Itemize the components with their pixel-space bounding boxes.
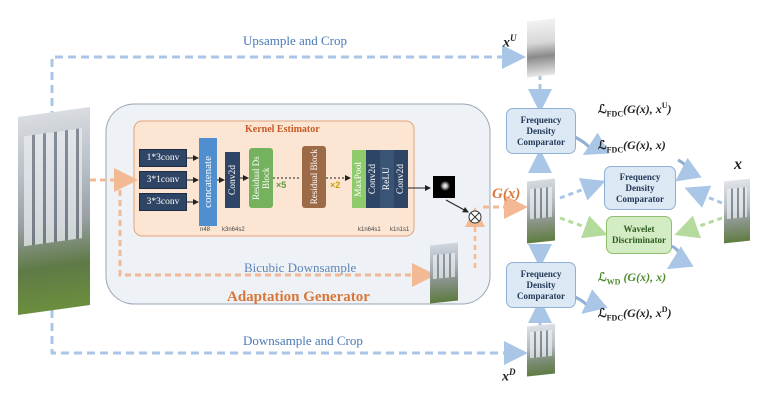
- upsampled-image-xU: [527, 18, 555, 78]
- downsampled-image-xD: [527, 323, 555, 377]
- maxpool-block: MaxPool: [352, 150, 366, 208]
- residual-label: Residual Block: [309, 149, 319, 205]
- param-k1n1s1: k1n1s1: [390, 227, 410, 233]
- wavelet-discriminator: Wavelet Discriminator: [606, 216, 672, 254]
- input-image-x: [18, 106, 90, 316]
- residual-ds-block: Residual Ds Block: [249, 148, 273, 208]
- conv-3x3-block: 3*3conv: [139, 193, 187, 211]
- conv2d-block-2: Conv2d: [366, 150, 380, 208]
- xU-label: xU: [503, 33, 517, 51]
- concatenate-block: concatenate: [199, 138, 217, 226]
- xD-label: xD: [502, 367, 516, 385]
- downsample-route: [50, 310, 528, 365]
- conv-1x3-block: 1*3conv: [139, 149, 187, 167]
- upsample-label: Upsample and Crop: [243, 33, 347, 48]
- fdc-lower: Frequency Density Comparator: [506, 262, 576, 308]
- generated-image-gx: [527, 178, 555, 244]
- conv2d-label-1: Conv2d: [227, 164, 238, 196]
- param-k3n64s2: k3n64s2: [222, 227, 245, 233]
- relu-label: ReLU: [382, 167, 392, 191]
- fdc-upper: Frequency Density Comparator: [506, 108, 576, 154]
- repeat-5-label: ×5: [276, 180, 287, 190]
- conv-3x1-block: 3*1conv: [139, 171, 187, 189]
- residual-ds-label: Residual Ds Block: [251, 156, 271, 200]
- loss-wd: ℒWD (G(x), x): [598, 270, 667, 287]
- concatenate-label: concatenate: [202, 156, 214, 208]
- bicubic-route: [118, 180, 436, 287]
- repeat-2-label: ×2: [330, 180, 341, 190]
- loss-fdc-upsample: ℒFDC(G(x), xU): [598, 101, 672, 119]
- generator-title: Adaptation Generator: [227, 289, 370, 305]
- conv2d-label-3: Conv2d: [396, 163, 406, 195]
- bicubic-label: Bicubic Downsample: [244, 260, 357, 275]
- conv2d-block-1: Conv2d: [225, 152, 240, 208]
- conv2d-label-2: Conv2d: [368, 163, 378, 195]
- gx-label: G(x): [492, 186, 521, 202]
- param-n48: n48: [200, 227, 211, 233]
- loss-fdc-x: ℒFDC(G(x), x): [598, 138, 666, 155]
- loss-fdc-downsample: ℒFDC(G(x), xD): [598, 305, 672, 323]
- downsample-label: Downsample and Crop: [243, 333, 363, 348]
- fdc-middle: Frequency Density Comparator: [604, 166, 676, 210]
- param-k1n64s1: k1n64s1: [358, 227, 381, 233]
- x-label: x: [734, 156, 742, 173]
- residual-block: Residual Block: [302, 146, 326, 208]
- maxpool-label: MaxPool: [354, 161, 364, 197]
- bicubic-image: [430, 242, 458, 304]
- conv2d-block-3: Conv2d: [394, 150, 408, 208]
- real-image-x: [724, 178, 750, 244]
- kernel-estimator-title: Kernel Estimator: [245, 124, 320, 135]
- estimated-kernel-image: [433, 176, 455, 198]
- relu-block: ReLU: [380, 150, 394, 208]
